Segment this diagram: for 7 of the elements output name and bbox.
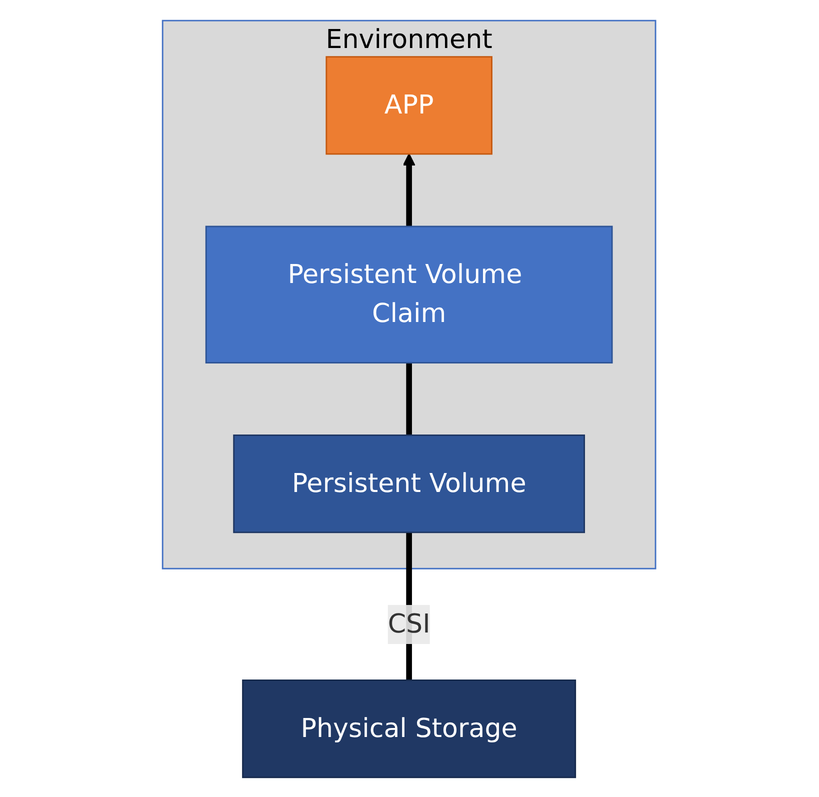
node-box: Physical Storage bbox=[242, 679, 576, 778]
node-box: Persistent Volume bbox=[234, 434, 586, 533]
node-box: Persistent Volume Claim bbox=[206, 225, 614, 363]
connector bbox=[406, 362, 412, 435]
arrow bbox=[403, 152, 416, 226]
node-box: APP bbox=[326, 56, 493, 154]
edge-label: CSI bbox=[388, 608, 431, 640]
